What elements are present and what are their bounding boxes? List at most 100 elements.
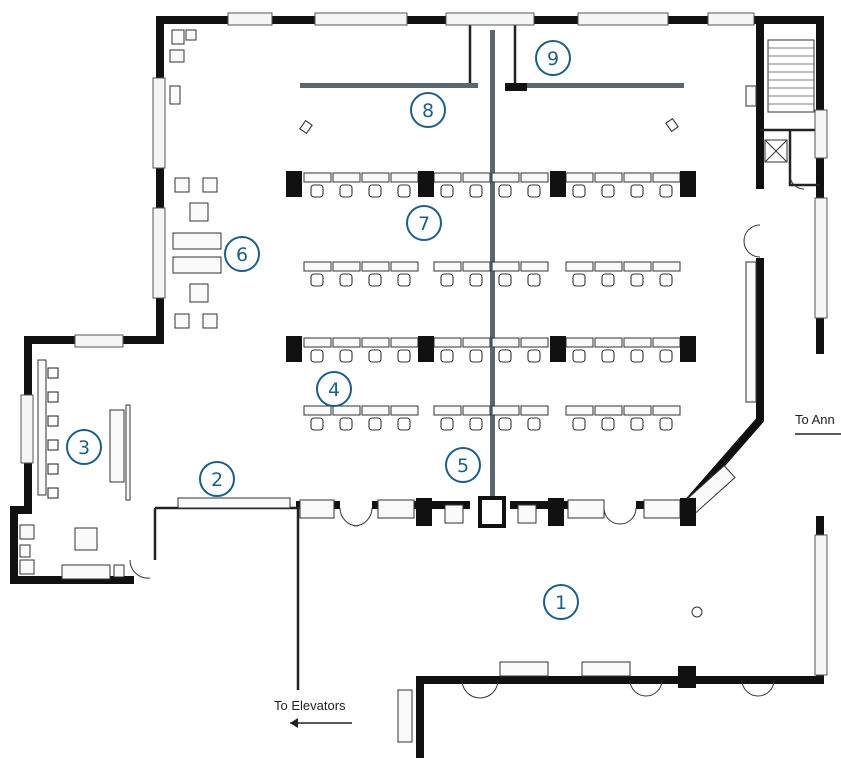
desk (433, 261, 462, 272)
chair (601, 349, 615, 363)
desk (520, 405, 549, 416)
callout-8: 8 (410, 92, 446, 128)
callout-number: 5 (457, 455, 469, 477)
arrow-left-icon (290, 718, 352, 728)
desk (623, 405, 652, 416)
callout-5: 5 (445, 447, 481, 483)
chair (630, 349, 644, 363)
chair (601, 273, 615, 287)
chair (630, 417, 644, 431)
to-elevators-label: To Elevators (274, 698, 346, 713)
chair (310, 273, 324, 287)
callout-1: 1 (543, 584, 579, 620)
chair (368, 184, 382, 198)
desk (565, 261, 594, 272)
desk (594, 337, 623, 348)
chair (339, 417, 353, 431)
desk (491, 261, 520, 272)
chair (310, 349, 324, 363)
desk (303, 405, 332, 416)
chair (397, 273, 411, 287)
chair (469, 273, 483, 287)
chair (498, 417, 512, 431)
desk (332, 261, 361, 272)
callout-9: 9 (535, 40, 571, 76)
chair (527, 417, 541, 431)
desk (332, 337, 361, 348)
column (550, 336, 566, 362)
chair (397, 184, 411, 198)
column (286, 171, 302, 197)
callout-number: 4 (328, 379, 340, 401)
callout-number: 1 (555, 592, 567, 614)
chair (572, 273, 586, 287)
chair (368, 273, 382, 287)
chair (368, 417, 382, 431)
desk (594, 405, 623, 416)
callout-number: 3 (78, 437, 90, 459)
chair (469, 417, 483, 431)
callout-number: 8 (422, 100, 434, 122)
chair (397, 417, 411, 431)
chair (659, 417, 673, 431)
callout-number: 7 (418, 213, 430, 235)
desk (303, 172, 332, 183)
chair (339, 273, 353, 287)
callout-2: 2 (199, 461, 235, 497)
desk (565, 337, 594, 348)
column (418, 336, 434, 362)
desk (652, 172, 681, 183)
chair (498, 184, 512, 198)
chair (310, 417, 324, 431)
column (550, 171, 566, 197)
desk (594, 261, 623, 272)
chair (659, 273, 673, 287)
to-annex-label: To Ann (795, 412, 835, 427)
desk (390, 337, 419, 348)
small-table (299, 119, 313, 135)
south-wall-openings (299, 496, 696, 528)
desk (361, 172, 390, 183)
desk (491, 337, 520, 348)
desk (433, 405, 462, 416)
chair (572, 417, 586, 431)
chair (469, 349, 483, 363)
chair (368, 349, 382, 363)
desk (433, 172, 462, 183)
desk (623, 172, 652, 183)
desk (491, 405, 520, 416)
chair (527, 349, 541, 363)
chair (310, 184, 324, 198)
lounge-furniture (169, 29, 757, 329)
stairs (764, 39, 815, 163)
desk (652, 261, 681, 272)
callout-7: 7 (406, 205, 442, 241)
callout-3: 3 (66, 429, 102, 465)
callout-6: 6 (224, 236, 260, 272)
windows (20, 12, 828, 676)
desk (462, 172, 491, 183)
chair (630, 273, 644, 287)
chair (440, 273, 454, 287)
chair (601, 184, 615, 198)
chair (440, 417, 454, 431)
counter (177, 497, 291, 509)
column (286, 336, 302, 362)
desk (303, 261, 332, 272)
callout-number: 2 (211, 469, 223, 491)
column (680, 171, 696, 197)
desk (332, 172, 361, 183)
chair (630, 184, 644, 198)
desk (303, 337, 332, 348)
desk (390, 261, 419, 272)
chair (572, 349, 586, 363)
chair (339, 349, 353, 363)
chair (469, 184, 483, 198)
desk (652, 337, 681, 348)
room-3-furniture (19, 359, 131, 580)
chair (498, 349, 512, 363)
chair (440, 349, 454, 363)
column (680, 336, 696, 362)
desk (520, 261, 549, 272)
